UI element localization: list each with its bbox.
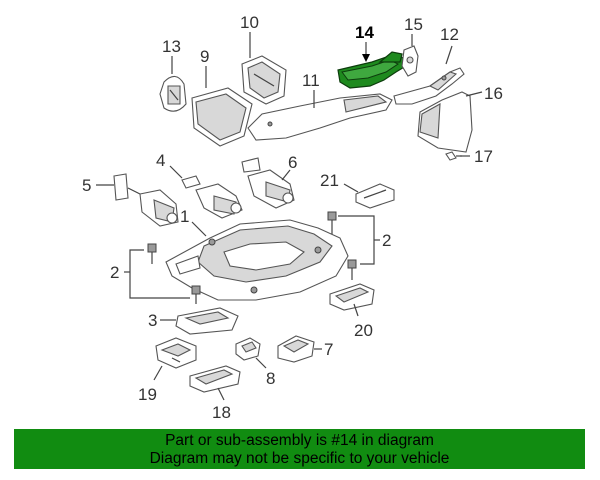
banner-line-part: Part or sub-assembly is #14 in diagram xyxy=(165,432,434,449)
part-18[interactable] xyxy=(189,365,241,393)
part-3[interactable] xyxy=(175,307,239,335)
callout-12[interactable]: 12 xyxy=(440,25,459,44)
part-2-bolts-right[interactable] xyxy=(327,211,357,280)
leader-20 xyxy=(353,303,359,317)
callout-15[interactable]: 15 xyxy=(404,15,423,34)
leader-14-arrow xyxy=(362,54,370,62)
leader-4 xyxy=(169,165,183,179)
leader-18 xyxy=(217,387,225,401)
part-2-bolts-left[interactable] xyxy=(147,243,201,304)
callout-21[interactable]: 21 xyxy=(320,171,339,190)
callout-18[interactable]: 18 xyxy=(212,403,231,422)
part-12[interactable] xyxy=(393,67,465,105)
callout-20[interactable]: 20 xyxy=(354,321,373,340)
callout-2-left[interactable]: 2 xyxy=(110,263,119,282)
part-17[interactable] xyxy=(445,151,462,161)
part-4[interactable] xyxy=(181,175,243,219)
callout-11[interactable]: 11 xyxy=(302,71,320,90)
part-15[interactable] xyxy=(401,45,419,77)
part-11[interactable] xyxy=(247,93,393,141)
callout-9[interactable]: 9 xyxy=(200,47,209,66)
part-5[interactable] xyxy=(113,173,179,227)
leader-8 xyxy=(255,357,267,369)
info-banner: Part or sub-assembly is #14 in diagram D… xyxy=(14,429,585,469)
callout-6[interactable]: 6 xyxy=(288,153,297,172)
callout-16[interactable]: 16 xyxy=(484,84,503,103)
part-10[interactable] xyxy=(241,55,287,105)
part-19[interactable] xyxy=(155,337,197,369)
part-7[interactable] xyxy=(277,335,315,363)
leader-21 xyxy=(343,183,359,193)
part-16[interactable] xyxy=(417,91,473,153)
leader-12 xyxy=(445,45,453,65)
callout-5[interactable]: 5 xyxy=(82,176,91,195)
part-9[interactable] xyxy=(191,87,253,147)
callout-10[interactable]: 10 xyxy=(240,13,259,32)
part-6[interactable] xyxy=(241,157,295,209)
leader-6 xyxy=(281,169,291,181)
callout-1[interactable]: 1 xyxy=(180,207,189,226)
callout-14[interactable]: 14 xyxy=(355,23,374,42)
leader-16 xyxy=(465,91,483,97)
leader-19 xyxy=(153,365,163,381)
callout-13[interactable]: 13 xyxy=(162,37,181,56)
callout-2-right[interactable]: 2 xyxy=(382,231,391,250)
banner-line-disclaimer: Diagram may not be specific to your vehi… xyxy=(149,450,450,467)
part-1-seat-frame[interactable] xyxy=(165,219,349,301)
callout-4[interactable]: 4 xyxy=(156,151,165,170)
callout-7[interactable]: 7 xyxy=(324,340,333,359)
callout-8[interactable]: 8 xyxy=(266,369,275,388)
parts-diagram: 14 15 12 16 17 13 9 xyxy=(82,13,503,422)
callout-19[interactable]: 19 xyxy=(138,385,157,404)
part-21[interactable] xyxy=(355,183,395,209)
part-20[interactable] xyxy=(329,283,375,311)
part-13[interactable] xyxy=(159,75,187,112)
callout-17[interactable]: 17 xyxy=(474,147,493,166)
callout-3[interactable]: 3 xyxy=(148,311,157,330)
leader-2-left xyxy=(129,249,190,299)
leader-1 xyxy=(191,221,207,237)
part-14-highlighted[interactable] xyxy=(337,51,407,89)
part-8[interactable] xyxy=(235,337,261,361)
